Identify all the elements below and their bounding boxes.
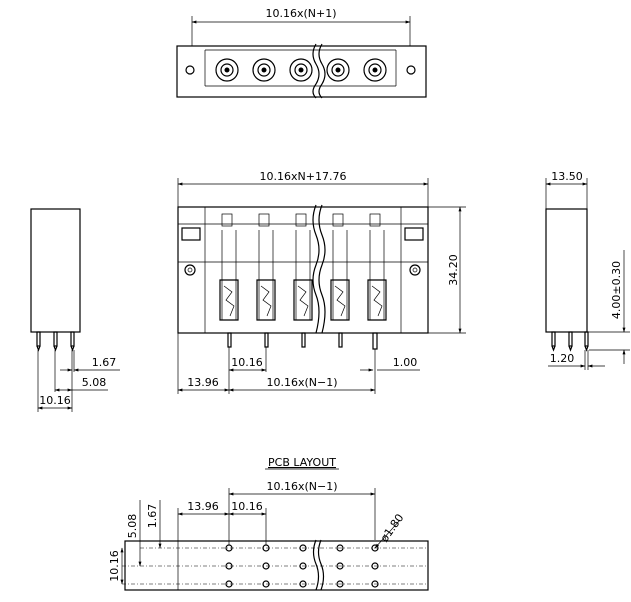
- pcb-offset-dim: 13.96: [187, 500, 219, 513]
- top-view: 10.16x(N+1): [176, 7, 427, 99]
- top-width-dim: 10.16x(N+1): [265, 7, 336, 20]
- right-depth-dim: 13.50: [551, 170, 583, 183]
- right-pin-dim: 1.20: [550, 352, 575, 365]
- left-view: 1.67 5.08 10.16: [30, 208, 120, 412]
- pcb-v3-dim: 10.16: [108, 550, 121, 582]
- pcb-layout: PCB LAYOUT 10.16x(N−1) 13.96 10.16 ø1.80: [108, 456, 429, 591]
- pcb-hole-dim: ø1.80: [378, 511, 407, 544]
- pcb-pitch-dim: 10.16: [231, 500, 263, 513]
- front-height-dim: 34.20: [447, 254, 460, 286]
- left-dim-a: 1.67: [92, 356, 117, 369]
- front-view: 10.16xN+17.76 34.20: [177, 170, 466, 394]
- front-span-dim: 10.16x(N−1): [266, 376, 337, 389]
- pcb-span-dim: 10.16x(N−1): [266, 480, 337, 493]
- front-offset-dim: 13.96: [187, 376, 219, 389]
- left-dim-c: 10.16: [39, 394, 71, 407]
- pcb-v2-dim: 1.67: [146, 504, 159, 529]
- front-pitch-dim: 10.16: [231, 356, 263, 369]
- right-view: 13.50 4.00±0.30 1.20: [545, 170, 630, 370]
- pcb-v1-dim: 5.08: [126, 514, 139, 539]
- right-pin-length-dim: 4.00±0.30: [610, 261, 623, 319]
- pcb-layout-title: PCB LAYOUT: [268, 456, 336, 469]
- front-pin-width-dim: 1.00: [393, 356, 418, 369]
- front-overall-dim: 10.16xN+17.76: [260, 170, 347, 183]
- left-dim-b: 5.08: [82, 376, 107, 389]
